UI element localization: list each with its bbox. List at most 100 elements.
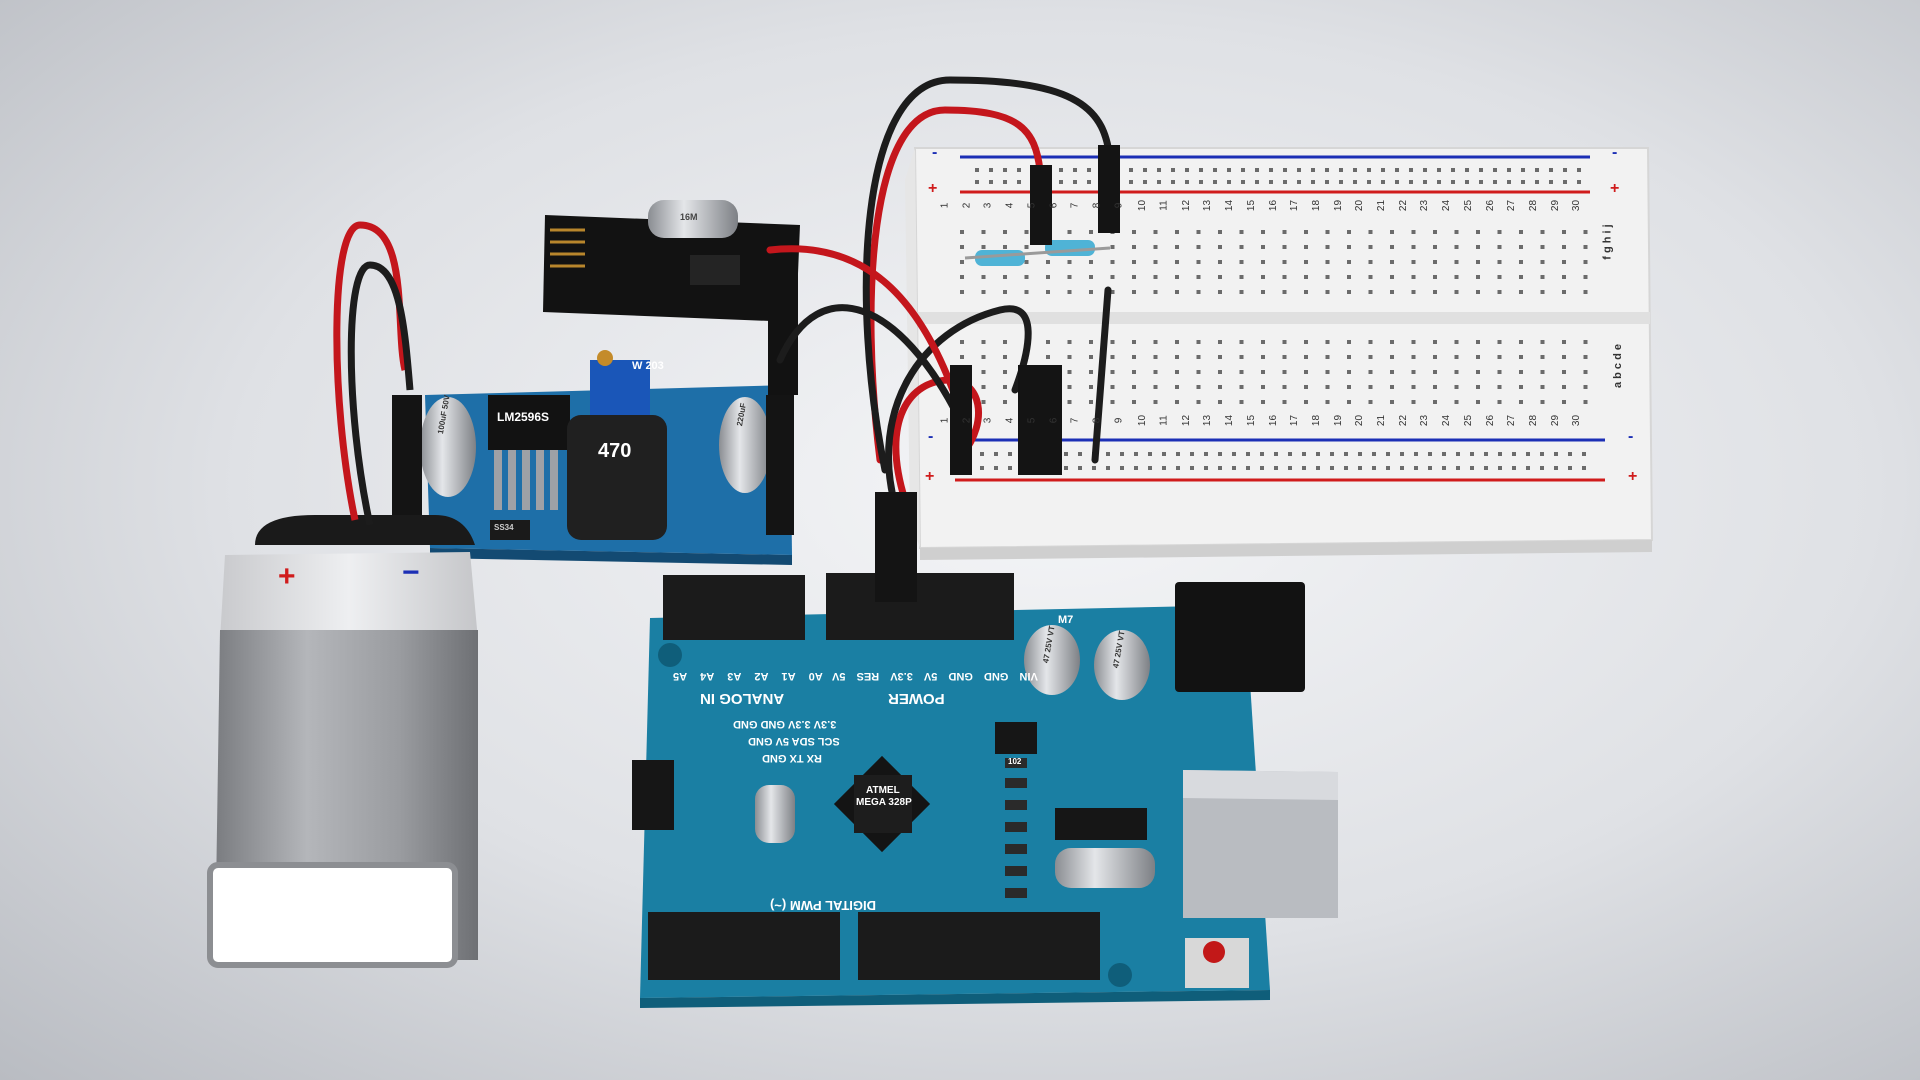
breadboard-column-number: 9 <box>1112 417 1124 424</box>
pin-gnd-1: GND <box>983 670 1009 682</box>
breadboard-column-number: 15 <box>1245 199 1257 212</box>
breadboard-column-number: 14 <box>1224 414 1236 427</box>
breadboard-column-number: 11 <box>1158 200 1170 211</box>
rf-module <box>543 200 800 395</box>
breadboard-column-number: 25 <box>1462 414 1474 427</box>
breadboard-column-number: 24 <box>1441 199 1453 212</box>
pin-3v3: 3.3V <box>890 670 913 682</box>
bb-rows-bottom: a b c d e <box>1612 343 1625 389</box>
breadboard-column-number: 18 <box>1310 199 1322 212</box>
regulator-board <box>392 350 794 565</box>
pin-a3: A2 <box>754 670 769 682</box>
pin-a2: A3 <box>727 670 742 682</box>
breadboard-column-number: 17 <box>1289 199 1301 212</box>
mcu-label-2: MEGA 328P <box>856 797 912 808</box>
breadboard-column-number: 12 <box>1180 414 1192 427</box>
bb-minus-bottom-right: - <box>1628 428 1634 445</box>
resistors <box>964 240 1111 266</box>
wire-housings <box>875 145 1120 602</box>
pin-5v-2: 5V <box>832 670 846 682</box>
pin-vin: VIN <box>1019 670 1038 682</box>
bb-plus-top-right: + <box>1610 180 1620 197</box>
breadboard-column-number: 25 <box>1462 199 1474 212</box>
pin-5v-1: 5V <box>923 670 938 682</box>
breadboard-column-number: 13 <box>1202 199 1214 212</box>
breadboard-column-number: 7 <box>1069 202 1081 209</box>
regulator-m7-label: M7 <box>1058 614 1074 626</box>
bb-minus-bottom-left: - <box>928 428 934 445</box>
breadboard-column-number: 21 <box>1376 199 1388 212</box>
breadboard-column-number: 13 <box>1202 414 1214 427</box>
arduino-board <box>632 573 1338 1008</box>
bb-plus-bottom-right: + <box>1628 468 1638 485</box>
breadboard-column-number: 28 <box>1527 414 1539 427</box>
power-pin-labels: VIN GND GND 5V 3.3V RES 5V <box>828 670 1042 682</box>
breadboard-column-number: 26 <box>1484 414 1496 427</box>
digital-label: DIGITAL PWM (~) <box>770 898 877 913</box>
breadboard-column-number: 20 <box>1354 199 1366 212</box>
icsp-row-1: 3.3V 3.3V GND GND <box>733 718 837 730</box>
analog-in-label: ANALOG IN <box>700 690 785 707</box>
breadboard-column-number: 12 <box>1180 199 1192 212</box>
breadboard-column-number: 22 <box>1397 414 1409 427</box>
breadboard-column-number: 8 <box>1091 417 1103 424</box>
trimmer-label: W 203 <box>632 360 664 372</box>
bb-minus-top-right: - <box>1612 144 1618 161</box>
breadboard-column-number: 17 <box>1289 414 1301 427</box>
bb-plus-top-left: + <box>928 180 938 197</box>
mcu-label-1: ATMEL <box>866 785 900 796</box>
pin-a5: A0 <box>808 670 823 682</box>
pin-gnd-2: GND <box>948 670 973 682</box>
battery <box>207 221 478 968</box>
breadboard-column-number: 27 <box>1506 414 1518 427</box>
breadboard-column-number: 8 <box>1091 202 1103 209</box>
battery-plus-label: + <box>278 560 296 593</box>
pin-a1: A4 <box>700 670 715 682</box>
breadboard-column-number: 27 <box>1506 199 1518 212</box>
breadboard-column-number: 11 <box>1158 415 1170 426</box>
breadboard-column-number: 9 <box>1112 202 1124 209</box>
pin-a0: A5 <box>673 670 688 682</box>
breadboard-column-number: 21 <box>1376 414 1388 427</box>
breadboard-column-number: 14 <box>1224 199 1236 212</box>
breadboard-column-number: 28 <box>1527 199 1539 212</box>
smd-resistor-code: 102 <box>1008 757 1022 766</box>
breadboard-column-number: 22 <box>1397 199 1409 212</box>
bb-minus-top-left: - <box>932 144 938 161</box>
breadboard-column-number: 15 <box>1245 414 1257 427</box>
breadboard-column-number: 16 <box>1267 199 1279 212</box>
breadboard-column-number: 2 <box>960 417 972 424</box>
breadboard-column-number: 4 <box>1004 202 1016 209</box>
breadboard-column-number: 19 <box>1332 414 1344 427</box>
battery-minus-label: − <box>402 556 420 589</box>
bb-rows-top: f g h i j <box>1601 224 1614 260</box>
breadboard-column-number: 19 <box>1332 199 1344 212</box>
icsp-row-3: RX TX GND <box>762 752 822 764</box>
breadboard-column-number: 29 <box>1549 414 1561 427</box>
icsp-row-2: SCL SDA 5V GND <box>748 735 840 747</box>
breadboard-column-number: 2 <box>960 202 972 209</box>
diode-label: SS34 <box>494 523 514 532</box>
breadboard-column-number: 26 <box>1484 199 1496 212</box>
breadboard-column-number: 4 <box>1004 417 1016 424</box>
breadboard-column-number: 6 <box>1047 202 1059 209</box>
breadboard-column-number: 10 <box>1137 199 1149 212</box>
breadboard-column-number: 5 <box>1026 417 1038 424</box>
rf-crystal-label: 16M <box>680 212 698 222</box>
breadboard-column-number: 23 <box>1419 414 1431 427</box>
breadboard-column-number: 29 <box>1549 199 1561 212</box>
breadboard-column-number: 24 <box>1441 414 1453 427</box>
bb-plus-bottom-left: + <box>925 468 935 485</box>
breadboard-column-number: 16 <box>1267 414 1279 427</box>
regulator-ic-label: LM2596S <box>497 410 550 424</box>
pin-res: RES <box>856 670 880 682</box>
breadboard-column-number: 18 <box>1310 414 1322 427</box>
breadboard-column-number: 7 <box>1069 417 1081 424</box>
breadboard-column-number: 10 <box>1137 414 1149 427</box>
breadboard-column-number: 23 <box>1419 199 1431 212</box>
analog-pin-labels: A0 A1 A2 A3 A4 A5 <box>668 670 828 682</box>
breadboard-column-number: 1 <box>939 202 951 209</box>
jumper-wires <box>766 76 1114 509</box>
breadboard-column-number: 30 <box>1571 414 1583 427</box>
